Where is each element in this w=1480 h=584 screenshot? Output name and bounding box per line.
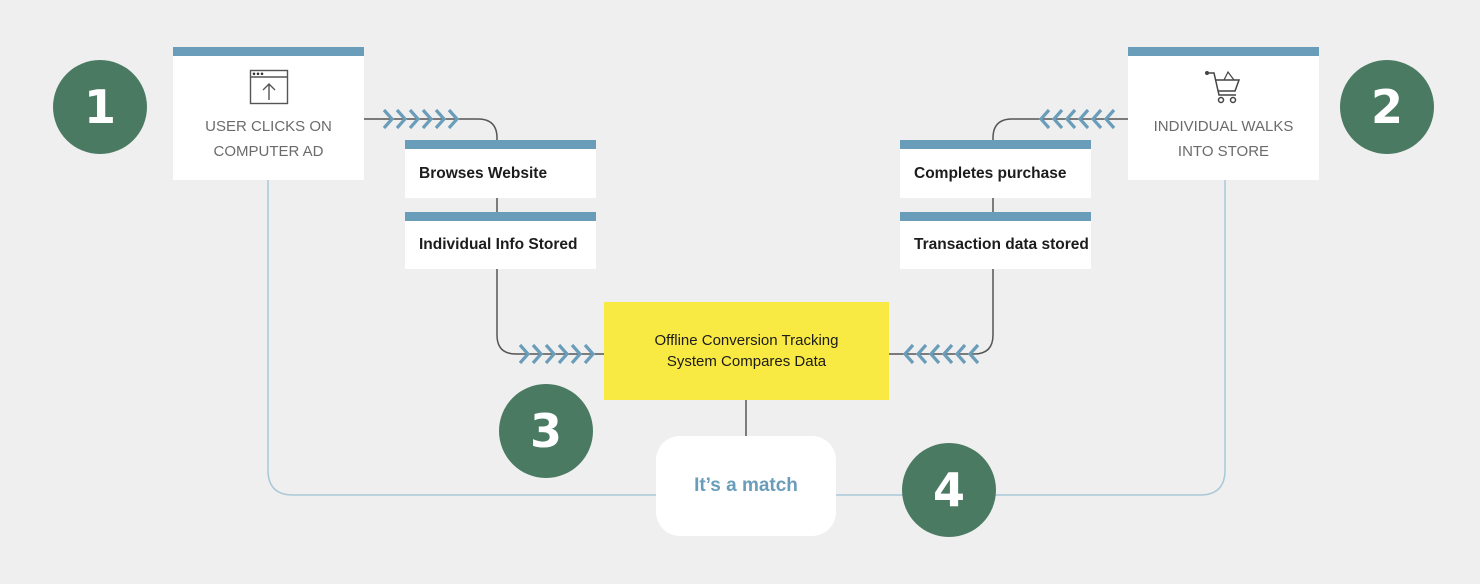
transaction-data-stored-card: Transaction data stored [900, 212, 1091, 269]
browses-website-label: Browses Website [419, 164, 548, 182]
user-clicks-ad-label: USER CLICKS ON COMPUTER AD [205, 118, 332, 160]
info-to-compare-connector [496, 269, 604, 355]
browses-website-card: Browses Website [405, 140, 596, 198]
transaction-data-stored-label: Transaction data stored [914, 236, 1089, 253]
walks-into-store-card: INDIVIDUAL WALKS INTO STORE [1128, 47, 1319, 180]
individual-info-stored-card: Individual Info Stored [405, 212, 596, 269]
step-circle-4: 4 [902, 443, 996, 537]
match-box: It’s a match [656, 436, 836, 536]
chevron-arrow-right-middle [518, 343, 596, 365]
right-loop-connector [836, 180, 1226, 496]
browser-upload-icon [249, 68, 289, 106]
store-to-purchase-connector [992, 118, 1128, 140]
compare-data-label: Offline Conversion Tracking System Compa… [654, 332, 839, 370]
shopping-cart-icon [1204, 68, 1244, 106]
step-circle-1: 1 [53, 60, 147, 154]
step-circle-3: 3 [499, 384, 593, 478]
chevron-arrow-left-top [1038, 108, 1116, 130]
compare-data-box: Offline Conversion Tracking System Compa… [604, 302, 889, 400]
ad-to-browse-connector [364, 118, 498, 140]
completes-purchase-card: Completes purchase [900, 140, 1091, 198]
individual-info-stored-label: Individual Info Stored [419, 236, 578, 253]
user-clicks-ad-card: USER CLICKS ON COMPUTER AD [173, 47, 364, 180]
completes-purchase-label: Completes purchase [914, 164, 1067, 182]
walks-into-store-label: INDIVIDUAL WALKS INTO STORE [1153, 118, 1294, 160]
transaction-to-compare-connector [889, 269, 994, 355]
match-label: It’s a match [694, 475, 798, 496]
step-circle-2: 2 [1340, 60, 1434, 154]
chevron-arrow-left-middle [902, 343, 980, 365]
left-loop-connector [267, 180, 656, 496]
chevron-arrow-right-top [382, 108, 460, 130]
